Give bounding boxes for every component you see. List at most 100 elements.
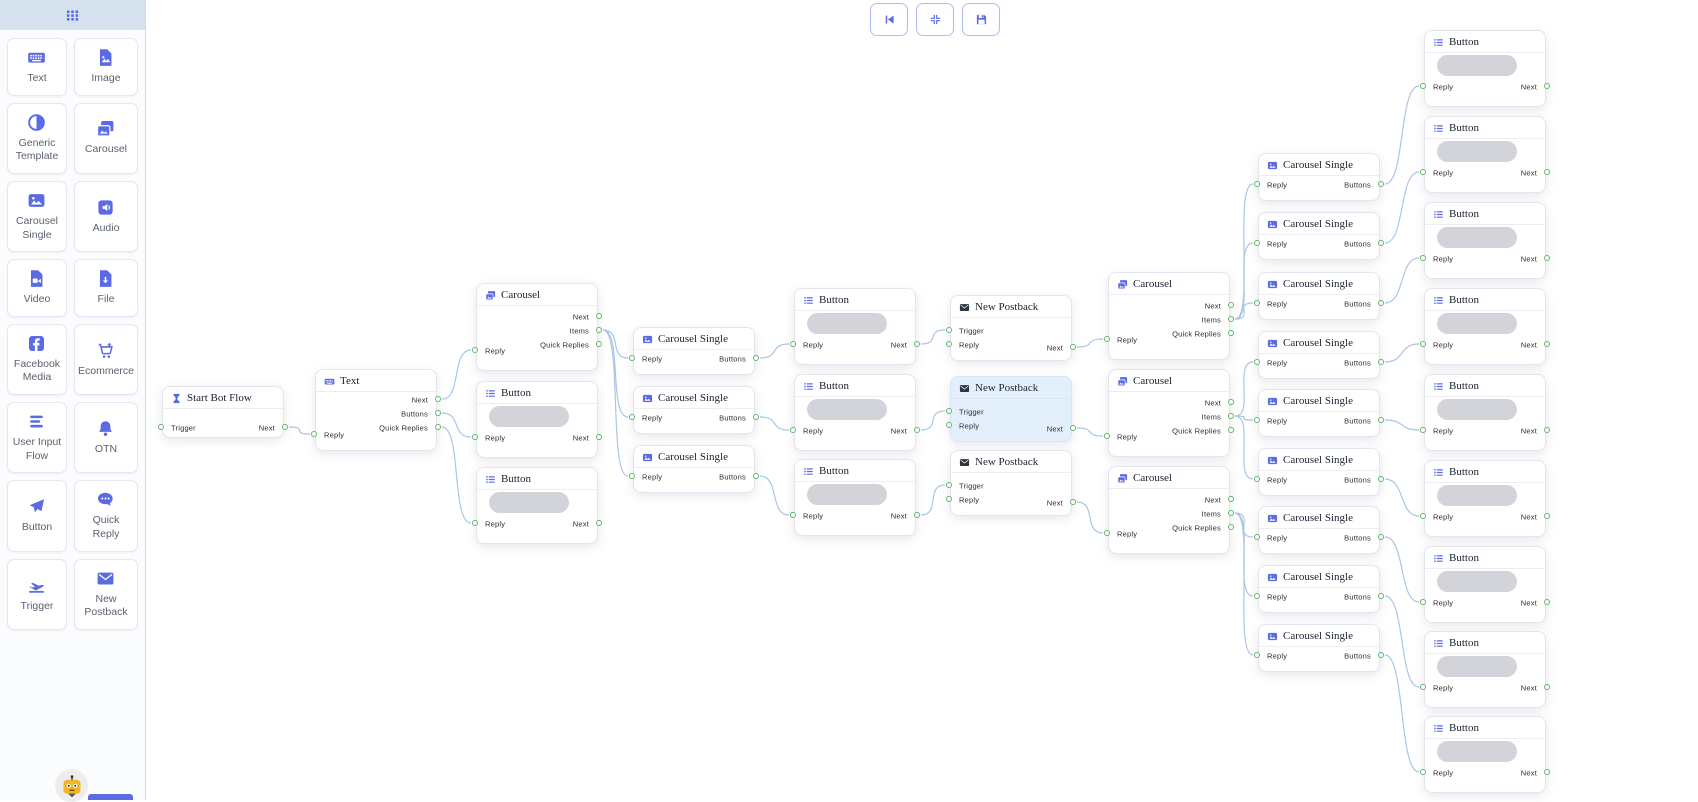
input-port-reply[interactable] bbox=[1254, 533, 1260, 540]
output-port-next[interactable] bbox=[1544, 340, 1550, 347]
output-port-quick-replies[interactable] bbox=[1228, 523, 1234, 530]
palette-item-new-postback[interactable]: New Postback bbox=[73, 558, 138, 630]
output-port-buttons[interactable] bbox=[1378, 651, 1384, 658]
output-port-next[interactable] bbox=[435, 395, 441, 402]
palette-item-button[interactable]: Button bbox=[7, 480, 67, 552]
input-port-reply[interactable] bbox=[946, 495, 952, 502]
output-port-buttons[interactable] bbox=[1378, 592, 1384, 599]
input-port-reply[interactable] bbox=[1104, 529, 1110, 536]
output-port-next[interactable] bbox=[596, 433, 602, 440]
palette-item-facebook-media[interactable]: Facebook Media bbox=[7, 323, 67, 396]
input-port-reply[interactable] bbox=[472, 346, 478, 353]
output-port-quick-replies[interactable] bbox=[596, 340, 602, 347]
input-port-trigger[interactable] bbox=[158, 423, 164, 430]
bot-avatar-button[interactable] bbox=[55, 769, 88, 802]
palette-item-text[interactable]: Text bbox=[7, 38, 67, 96]
input-port-reply[interactable] bbox=[946, 340, 952, 347]
input-port-reply[interactable] bbox=[790, 426, 796, 433]
input-port-reply[interactable] bbox=[1420, 683, 1426, 690]
input-port-reply[interactable] bbox=[472, 433, 478, 440]
output-port-next[interactable] bbox=[1544, 768, 1550, 775]
output-port-buttons[interactable] bbox=[1378, 475, 1384, 482]
input-port-reply[interactable] bbox=[1420, 168, 1426, 175]
input-port-reply[interactable] bbox=[1254, 239, 1260, 246]
output-port-next[interactable] bbox=[914, 340, 920, 347]
output-port-buttons[interactable] bbox=[753, 354, 759, 361]
output-port-buttons[interactable] bbox=[753, 413, 759, 420]
palette-item-image[interactable]: Image bbox=[73, 38, 138, 96]
output-port-next[interactable] bbox=[282, 423, 288, 430]
output-port-buttons[interactable] bbox=[753, 472, 759, 479]
output-port-next[interactable] bbox=[1070, 498, 1076, 505]
output-port-buttons[interactable] bbox=[435, 409, 441, 416]
sidebar-menu-toggle[interactable] bbox=[0, 0, 145, 30]
input-port-reply[interactable] bbox=[1420, 426, 1426, 433]
output-port-quick-replies[interactable] bbox=[1228, 426, 1234, 433]
output-port-next[interactable] bbox=[596, 519, 602, 526]
output-port-next[interactable] bbox=[596, 312, 602, 319]
output-port-buttons[interactable] bbox=[1378, 299, 1384, 306]
output-port-next[interactable] bbox=[1544, 598, 1550, 605]
input-port-reply[interactable] bbox=[1104, 335, 1110, 342]
input-port-reply[interactable] bbox=[1254, 180, 1260, 187]
palette-item-video[interactable]: Video bbox=[7, 259, 67, 317]
output-port-next[interactable] bbox=[1544, 254, 1550, 261]
input-port-reply[interactable] bbox=[1254, 299, 1260, 306]
input-port-reply[interactable] bbox=[1420, 254, 1426, 261]
input-port-reply[interactable] bbox=[946, 421, 952, 428]
input-port-reply[interactable] bbox=[1254, 592, 1260, 599]
output-port-buttons[interactable] bbox=[1378, 533, 1384, 540]
palette-item-ecommerce[interactable]: Ecommerce bbox=[73, 323, 138, 396]
input-port-reply[interactable] bbox=[1254, 416, 1260, 423]
input-port-reply[interactable] bbox=[1254, 475, 1260, 482]
input-port-reply[interactable] bbox=[790, 511, 796, 518]
output-port-buttons[interactable] bbox=[1378, 416, 1384, 423]
output-port-next[interactable] bbox=[914, 511, 920, 518]
output-port-next[interactable] bbox=[1544, 168, 1550, 175]
output-port-quick-replies[interactable] bbox=[435, 423, 441, 430]
palette-item-audio[interactable]: Audio bbox=[73, 180, 138, 253]
output-port-next[interactable] bbox=[1544, 426, 1550, 433]
output-port-buttons[interactable] bbox=[1378, 358, 1384, 365]
input-port-reply[interactable] bbox=[1420, 598, 1426, 605]
output-port-next[interactable] bbox=[1544, 512, 1550, 519]
save-flow-button[interactable] bbox=[962, 3, 1000, 36]
input-port-reply[interactable] bbox=[1104, 432, 1110, 439]
input-port-reply[interactable] bbox=[472, 519, 478, 526]
fit-view-button[interactable] bbox=[916, 3, 954, 36]
output-port-next[interactable] bbox=[1228, 301, 1234, 308]
output-port-next[interactable] bbox=[1070, 424, 1076, 431]
output-port-next[interactable] bbox=[1544, 82, 1550, 89]
output-port-next[interactable] bbox=[1228, 495, 1234, 502]
